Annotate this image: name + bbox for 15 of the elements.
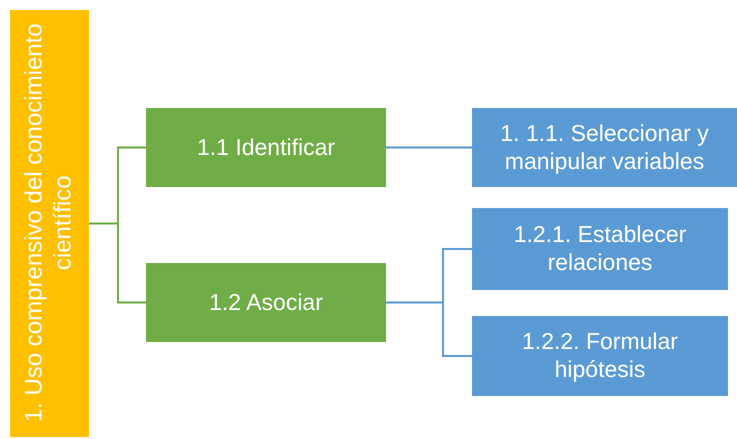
connector-line bbox=[386, 302, 472, 357]
category-box bbox=[146, 263, 386, 342]
connector-line bbox=[386, 146, 472, 148]
node-label: 1. Uso comprensivo del conocimiento científico bbox=[20, 22, 78, 424]
category-box bbox=[146, 108, 386, 187]
node-label: 1.2 Asociar bbox=[208, 288, 324, 316]
skill-box bbox=[472, 208, 728, 290]
node-label: 1.2.2. Formular hipótesis bbox=[521, 328, 679, 384]
connector-line bbox=[89, 222, 146, 304]
skill-box bbox=[472, 316, 728, 396]
node-label: 1. 1.1. Seleccionar y manipular variables bbox=[499, 120, 710, 176]
node-label: 1.2.1. Establecer relaciones bbox=[512, 221, 688, 277]
node-label: 1.1 Identificar bbox=[196, 134, 336, 162]
skill-box bbox=[472, 108, 737, 187]
topic-box bbox=[10, 10, 89, 437]
